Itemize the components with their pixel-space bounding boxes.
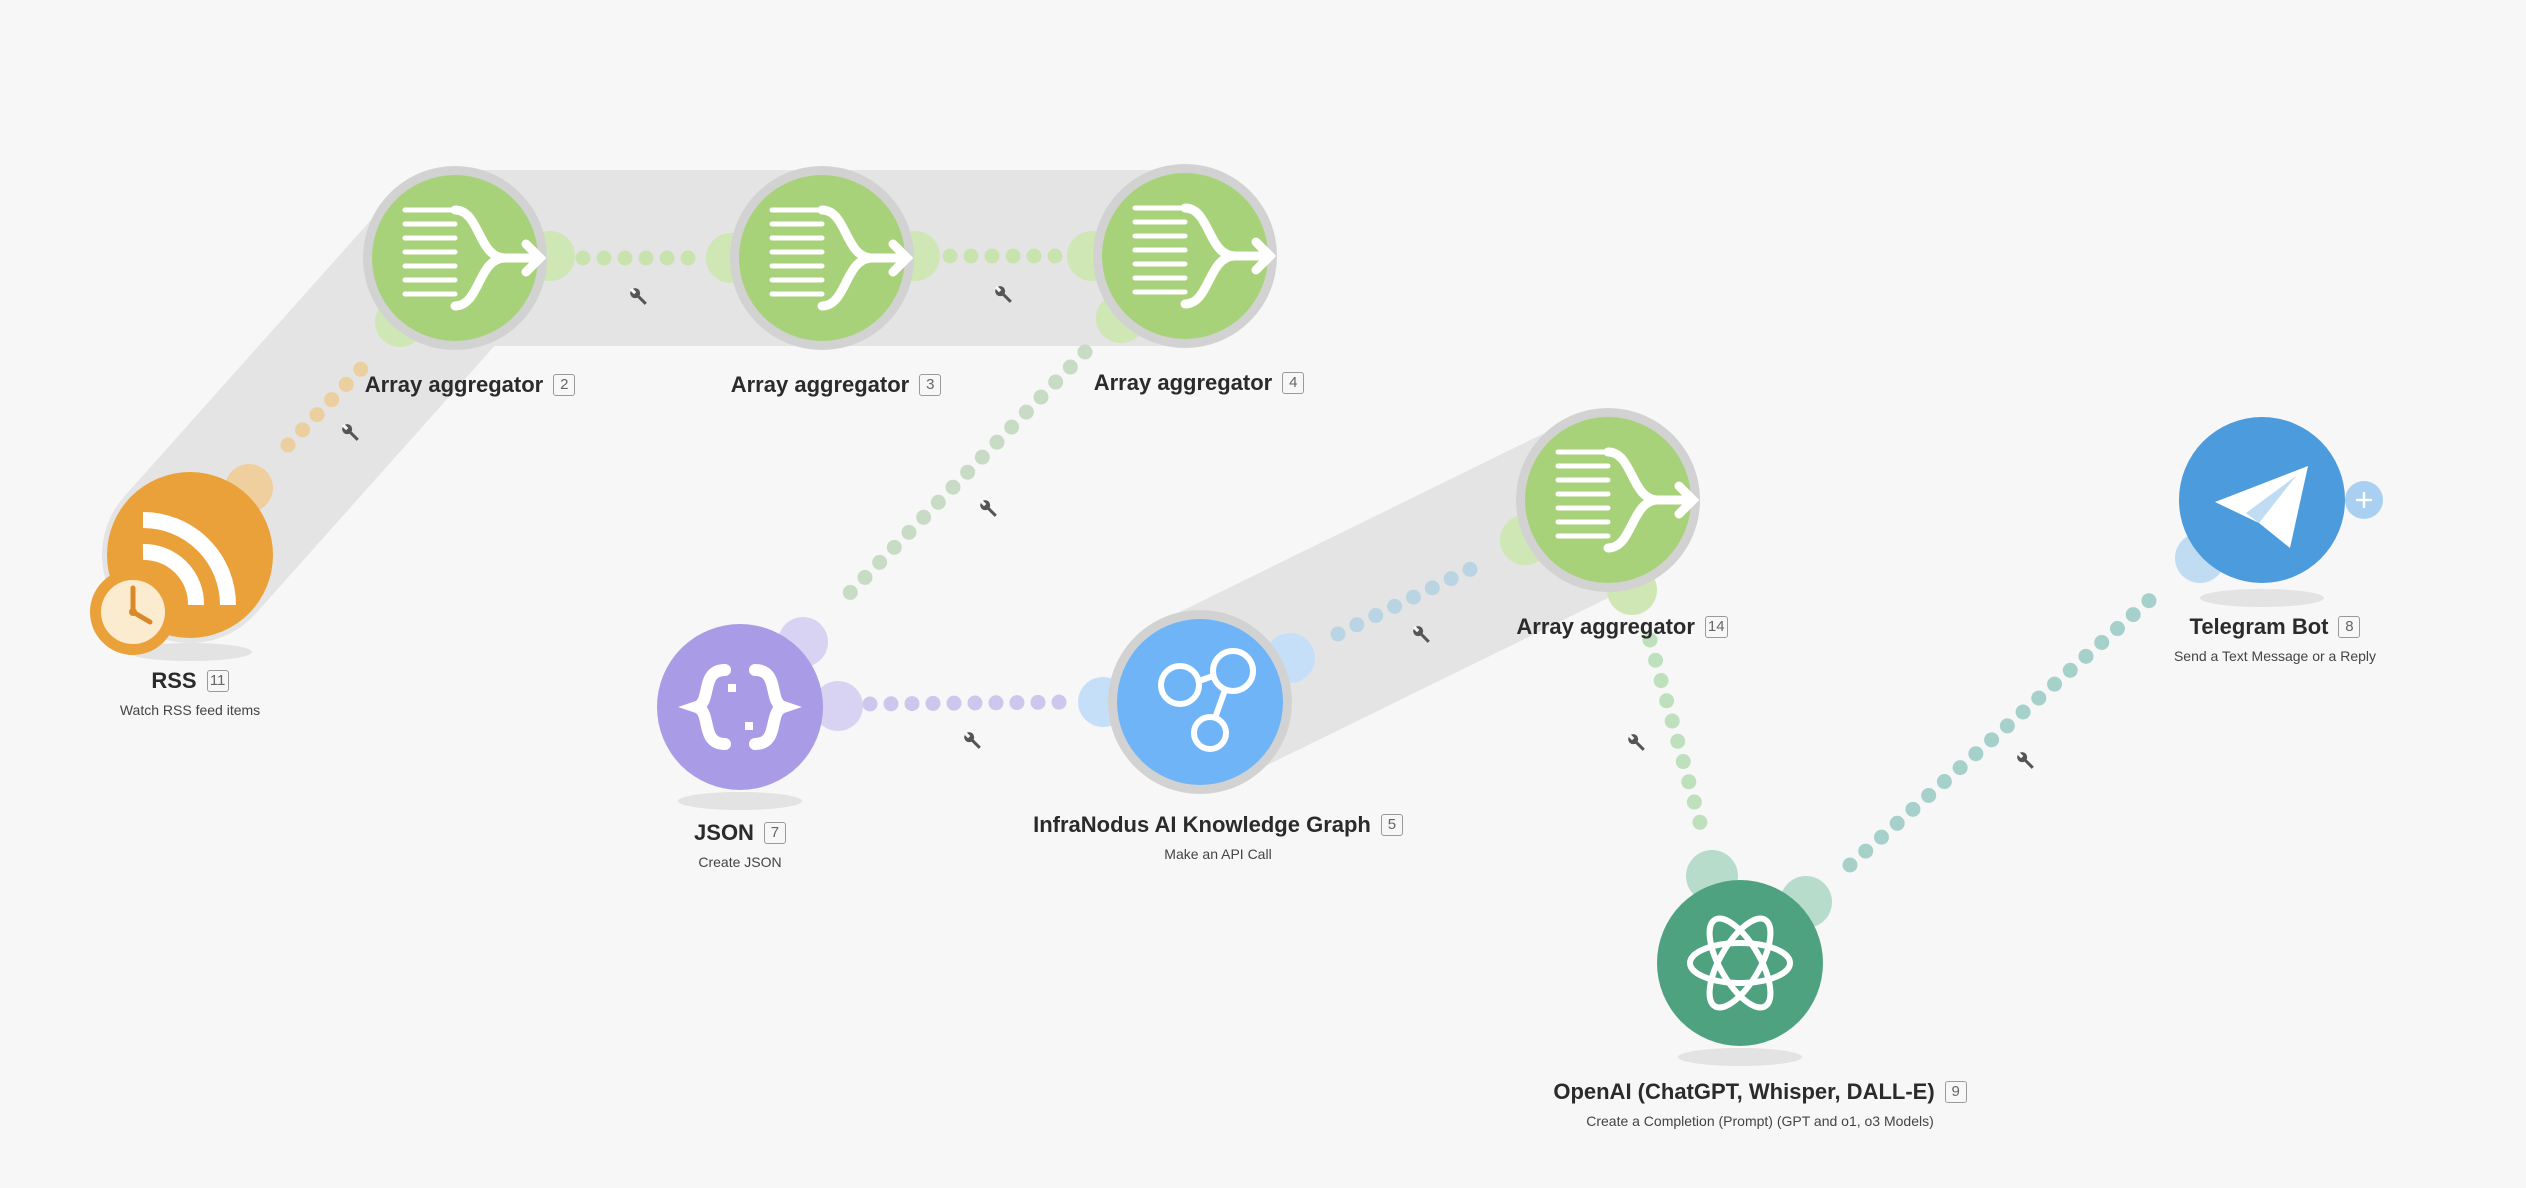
route-openai-telegram[interactable] <box>1842 590 2160 873</box>
module-number-badge: 5 <box>1380 814 1403 836</box>
module-infranodus-label[interactable]: InfraNodus AI Knowledge Graph 5 Make an A… <box>958 812 1478 862</box>
schedule-clock-icon[interactable] <box>90 569 176 655</box>
wrench-icon[interactable] <box>977 497 999 519</box>
aggregator-band-rss <box>102 170 1273 643</box>
route-agg4-json[interactable] <box>830 344 1093 613</box>
route-infranodus-agg14[interactable] <box>1330 559 1483 642</box>
wrench-icon[interactable] <box>2014 749 2036 771</box>
json-braces-icon <box>678 664 802 750</box>
graph-nodes-icon <box>1158 648 1256 752</box>
plus-icon <box>2355 491 2373 509</box>
module-title: OpenAI (ChatGPT, Whisper, DALL-E) <box>1553 1079 1935 1104</box>
module-title: Telegram Bot <box>2189 614 2329 639</box>
module-telegram-label[interactable]: Telegram Bot 8 Send a Text Message or a R… <box>2145 614 2405 664</box>
wrench-icon[interactable] <box>1410 623 1432 645</box>
module-agg14-label[interactable]: Array aggregator 14 <box>1492 614 1752 640</box>
module-number-badge: 3 <box>919 374 942 396</box>
module-subtitle: Watch RSS feed items <box>119 702 261 718</box>
module-subtitle: Create JSON <box>698 854 782 870</box>
module-number-badge: 7 <box>763 822 786 844</box>
module-title: Array aggregator <box>1516 614 1695 639</box>
module-agg3-label[interactable]: Array aggregator 3 <box>706 372 966 398</box>
module-number-badge: 4 <box>1282 372 1305 394</box>
module-title: Array aggregator <box>730 372 910 397</box>
module-openai-label[interactable]: OpenAI (ChatGPT, Whisper, DALL-E) 9 Creat… <box>1500 1079 2020 1129</box>
route-rss-agg2[interactable] <box>280 360 370 453</box>
module-subtitle: Make an API Call <box>1164 846 1272 862</box>
wrench-icon[interactable] <box>1625 731 1647 753</box>
module-number-badge: 14 <box>1704 616 1728 638</box>
module-title: RSS <box>151 668 197 693</box>
array-aggregator-icon <box>1132 203 1277 309</box>
module-agg4-circle[interactable] <box>1067 164 1277 348</box>
module-subtitle: Send a Text Message or a Reply <box>2173 648 2377 664</box>
module-rss-label[interactable]: RSS 11 Watch RSS feed items <box>60 668 320 718</box>
route-json-infranodus[interactable] <box>862 694 1083 712</box>
telegram-plane-icon <box>2215 466 2308 548</box>
array-aggregator-icon <box>1555 447 1700 553</box>
module-telegram-circle[interactable] <box>2175 417 2345 607</box>
module-json-circle[interactable] <box>657 617 863 810</box>
connections <box>280 248 2160 873</box>
module-number-badge: 11 <box>206 670 229 692</box>
module-infranodus-circle[interactable] <box>1078 610 1315 794</box>
module-openai-circle[interactable] <box>1657 850 1832 1066</box>
filter-wrenches <box>339 283 2036 771</box>
module-title: Array aggregator <box>364 372 544 397</box>
module-json-label[interactable]: JSON 7 Create JSON <box>610 820 870 870</box>
add-module-button[interactable] <box>2345 481 2383 519</box>
module-subtitle: Create a Completion (Prompt) (GPT and o1… <box>1586 1113 1934 1129</box>
module-number-badge: 8 <box>2338 616 2361 638</box>
module-agg2-circle[interactable] <box>363 166 575 350</box>
module-agg14-circle[interactable] <box>1500 408 1700 615</box>
array-aggregator-icon <box>402 205 547 311</box>
module-number-badge: 2 <box>553 374 576 396</box>
wrench-icon[interactable] <box>627 285 649 307</box>
module-title: InfraNodus AI Knowledge Graph <box>1033 812 1371 837</box>
module-agg3-circle[interactable] <box>706 166 940 350</box>
module-number-badge: 9 <box>1944 1081 1967 1103</box>
module-agg2-label[interactable]: Array aggregator 2 <box>340 372 600 398</box>
module-agg4-label[interactable]: Array aggregator 4 <box>1069 370 1329 396</box>
wrench-icon[interactable] <box>992 283 1014 305</box>
module-title: JSON <box>694 820 754 845</box>
wrench-icon[interactable] <box>961 729 983 751</box>
array-aggregator-icon <box>769 205 914 311</box>
module-title: Array aggregator <box>1093 370 1273 395</box>
openai-logo-icon <box>1687 915 1793 1011</box>
route-agg14-openai[interactable] <box>1642 632 1710 838</box>
wrench-icon[interactable] <box>339 421 361 443</box>
module-rss-circle[interactable] <box>90 464 273 661</box>
